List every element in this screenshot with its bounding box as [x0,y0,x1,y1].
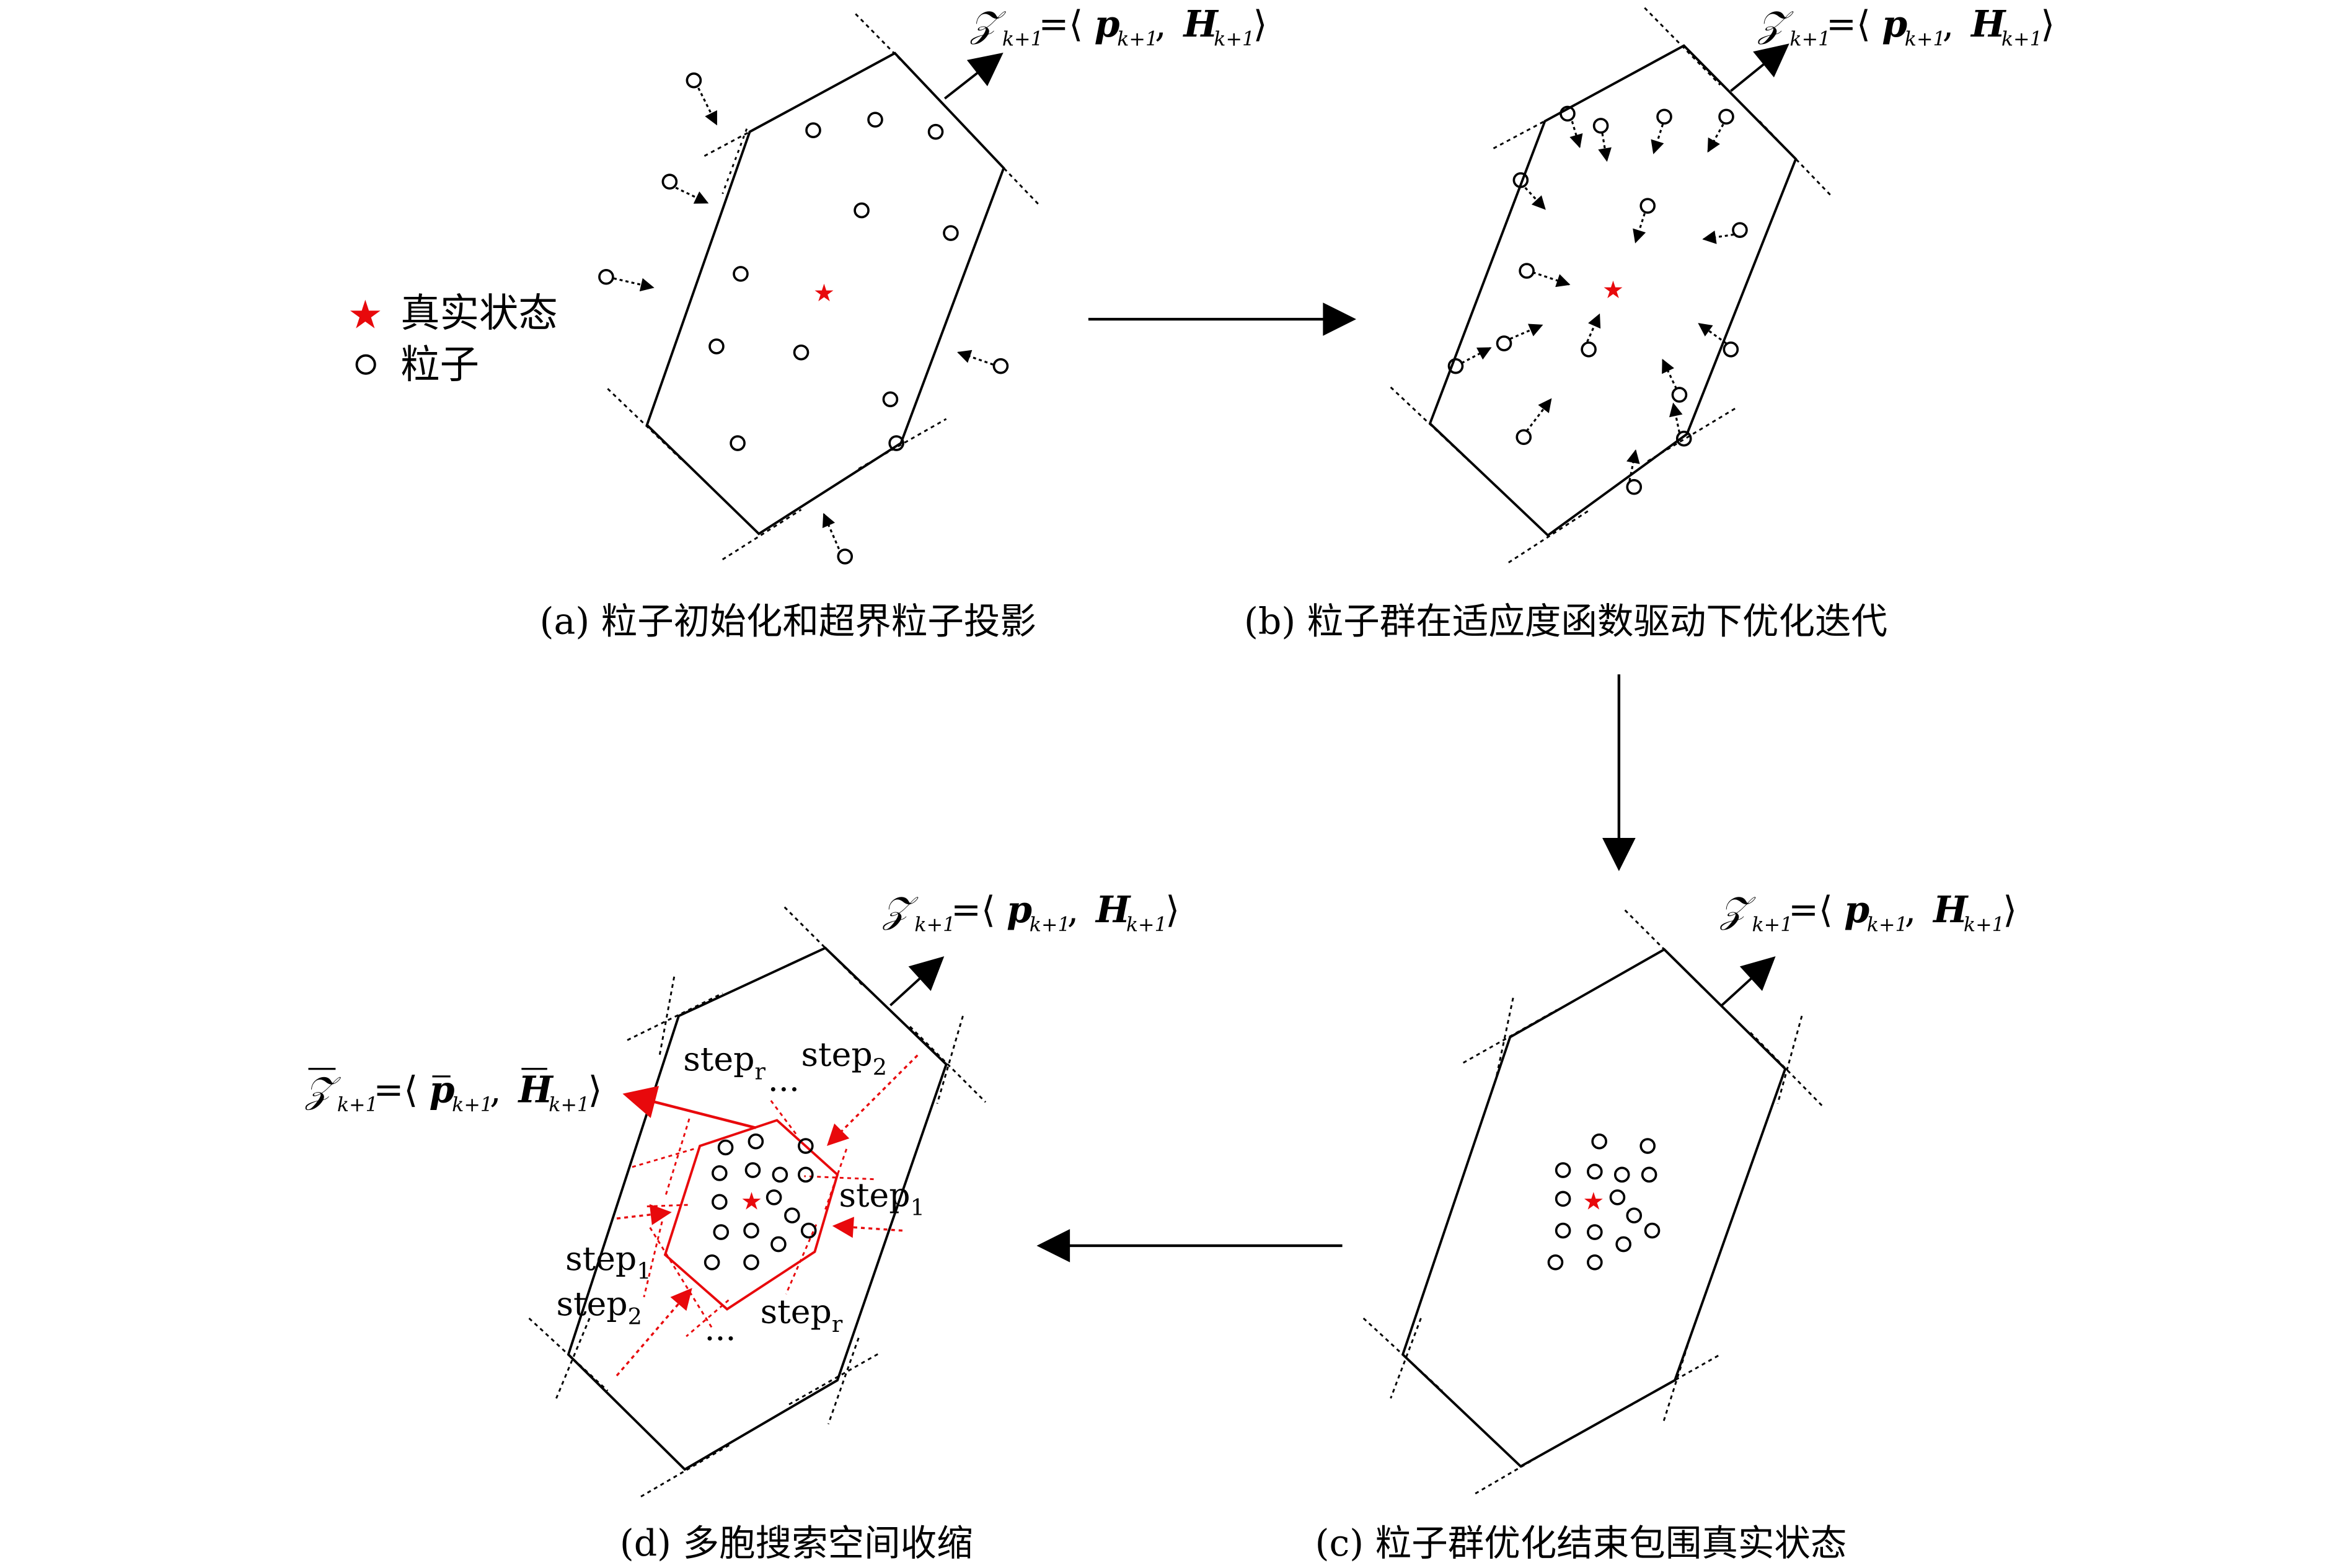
zonotope-p-symbol: p [1844,888,1869,931]
zonotope-H-symbol: H [1970,2,2006,45]
zonotope-close: ⟩ [2041,3,2055,45]
particles [598,72,1009,565]
zonotope-eq: =⟨ [1038,3,1083,45]
particles [1547,1133,1661,1271]
boundary-extensions [607,13,1041,561]
particles [704,1133,817,1271]
shrunk-close: ⟩ [588,1068,602,1111]
zonotope-H-symbol: H [1183,2,1219,45]
direction-arrow [1721,956,1776,1006]
particles [1447,105,1748,495]
shrunk-eq: =⟨ [373,1068,418,1111]
true-state-star: ★ [741,1187,762,1215]
zonotope-Z-symbol: 𝒵 [969,3,1007,45]
direction-arrow [1730,43,1789,92]
zonotope-eq: =⟨ [951,889,995,931]
true-state-star: ★ [1602,276,1624,304]
zonotope-p-symbol: p [1007,888,1032,931]
panel-d-caption: (d) 多胞搜索空间收缩 [620,1522,973,1564]
zonotope-H-symbol: H [1095,888,1131,931]
zonotope-p-symbol: p [1882,2,1907,45]
zonotope-H-subscript: k+1 [1126,914,1167,936]
zonotope-p-symbol: p [1095,2,1120,45]
zonotope-p-subscript: k+1 [1867,914,1908,936]
zonotope-p-subscript: k+1 [1030,914,1070,936]
ellipsis-bottom: ··· [704,1319,736,1358]
step-r-bottom-label: stepr [761,1292,843,1337]
shrunk-p-subscript: k+1 [452,1094,493,1116]
shrunk-p-symbol: p [430,1068,455,1111]
zonotope-Z-subscript: k+1 [1752,914,1793,936]
panel-c-caption: (c) 粒子群优化结束包围真实状态 [1315,1522,1847,1564]
zonotope-Z-subscript: k+1 [1789,29,1830,51]
step-2-left-label: step2 [556,1284,642,1330]
step-1-right-label: step1 [839,1176,924,1222]
iteration-arrows [1461,121,1734,482]
panel-b-caption: (b) 粒子群在适应度函数驱动下优化迭代 [1244,600,1887,642]
step-2-top-label: step2 [801,1035,887,1081]
direction-arrow [943,52,1004,100]
true-state-star: ★ [1582,1187,1604,1215]
step-arrows [616,1054,919,1376]
legend-true-state-label: 真实状态 [400,290,558,336]
zonotope-eq: =⟨ [1826,3,1871,45]
step-labels: stepr step2 ··· step1 step1 step2 stepr … [556,1035,924,1358]
shrunk-Z-subscript: k+1 [337,1094,378,1116]
circle-icon [355,354,376,375]
legend-particle-label: 粒子 [400,341,479,387]
projection-arrows [613,87,994,550]
zonotope-comma: , [1067,889,1079,931]
shrunk-boundary-extensions [631,1099,874,1337]
legend: ★ 真实状态 粒子 [348,290,558,387]
zonotope-close: ⟩ [2003,889,2017,931]
shrunk-direction-arrow [622,1086,756,1129]
boundary-extensions [528,906,987,1498]
zonotope-Z-symbol: 𝒵 [1719,889,1756,931]
zonotope-comma: , [1155,3,1167,45]
zonotope-H-subscript: k+1 [1964,914,2005,936]
zonotope-H-subscript: k+1 [2001,29,2042,51]
zonotope-close: ⟩ [1165,889,1180,931]
shrunk-zonotope-label: 𝒵 k+1 =⟨ p k+1 , H k+1 ⟩ [304,1068,602,1116]
zonotope-comma: , [1905,889,1917,931]
panel-d: ★ stepr step2 ··· step1 step1 step2 step… [304,888,1180,1564]
shrunk-Z-symbol: 𝒵 [304,1068,342,1111]
ellipsis-top: ··· [768,1070,800,1109]
shrunk-comma: , [490,1068,501,1111]
zonotope-H-symbol: H [1932,888,1969,931]
zonotope-Z-subscript: k+1 [914,914,955,936]
panel-a-caption: (a) 粒子初始化和超界粒子投影 [540,600,1036,642]
step-1-left-label: step1 [565,1239,651,1285]
true-state-star: ★ [813,280,835,307]
zonotope-Z-symbol: 𝒵 [1757,3,1794,45]
zonotope-p-subscript: k+1 [1905,29,1946,51]
zonotope-H-subscript: k+1 [1214,29,1255,51]
shrunk-H-subscript: k+1 [549,1094,589,1116]
step-r-top-label: stepr [683,1039,766,1085]
shrunk-zonotope-outline [663,1119,839,1311]
zonotope-Z-subscript: k+1 [1002,29,1043,51]
zonotope-comma: , [1943,3,1954,45]
direction-arrow [889,956,945,1006]
zonotope-eq: =⟨ [1788,889,1833,931]
zonotope-close: ⟩ [1253,3,1268,45]
shrunk-H-symbol: H [517,1068,554,1111]
zonotope-Z-symbol: 𝒵 [881,889,919,931]
zonotope-p-subscript: k+1 [1117,29,1158,51]
boundary-extensions [1362,909,1824,1495]
star-icon: ★ [348,292,383,338]
